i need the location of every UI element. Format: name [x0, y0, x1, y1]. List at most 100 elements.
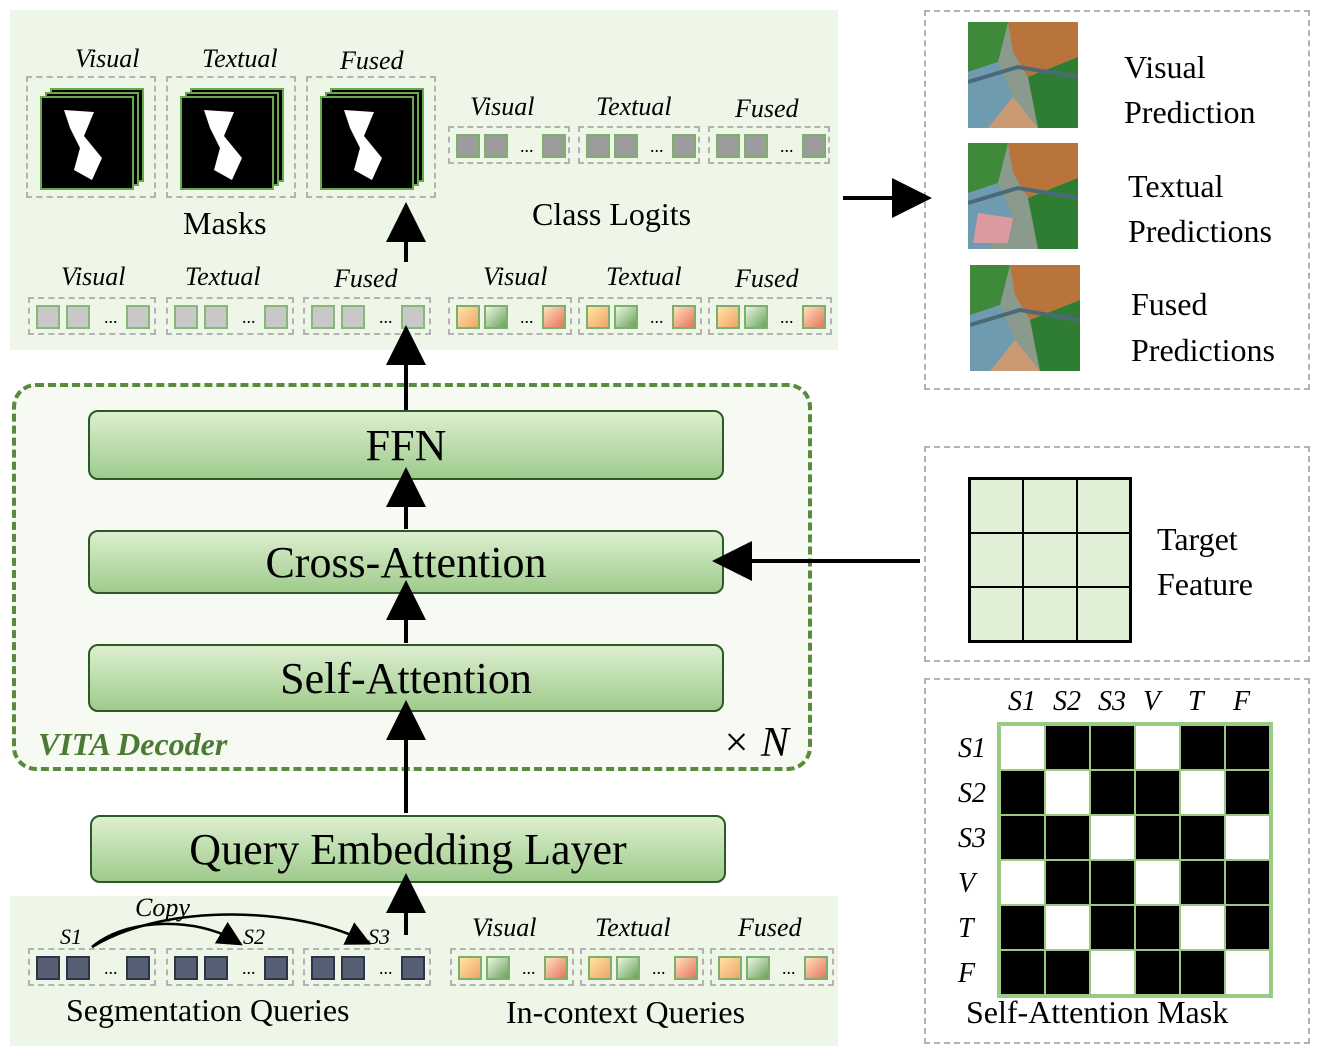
out-tokens-right-textual: ... [578, 297, 702, 335]
mask-cell-t-s3 [1090, 905, 1135, 950]
textual-predictions-line2: Predictions [1128, 213, 1272, 249]
mask-cell-s2-v [1135, 770, 1180, 815]
s3-label: S3 [368, 924, 390, 949]
out-tokens-left-textual: ... [166, 297, 294, 335]
mask-cell-v-s3 [1090, 860, 1135, 905]
mask-box-textual [166, 76, 296, 198]
out-tokens-left-visual: ... [28, 297, 156, 335]
seg-tokens-s1: ... [28, 948, 156, 986]
mask-row-label-s3: S3 [958, 823, 986, 854]
mask-header-t: T [1188, 686, 1204, 717]
mask-cell-t-t [1180, 905, 1225, 950]
mask-image-fused [320, 96, 414, 190]
incontext-title-textual: Textual [595, 913, 671, 942]
mask-cell-t-s1 [1000, 905, 1045, 950]
mask-cell-s2-s3 [1090, 770, 1135, 815]
mask-cell-s2-f [1225, 770, 1270, 815]
mask-header-s2: S2 [1053, 686, 1081, 717]
mask-stack-visual [40, 88, 144, 190]
mask-header-s1: S1 [1008, 686, 1036, 717]
logit-tokens-textual: ... [578, 126, 700, 164]
mask-cell-s1-s1 [1000, 725, 1045, 770]
qtitle-left-textual: Textual [185, 262, 261, 291]
mask-box-visual [26, 76, 156, 198]
mask-row-label-t: T [958, 913, 974, 944]
mask-cell-v-v [1135, 860, 1180, 905]
fused-prediction-image [970, 265, 1080, 371]
query-embedding-block: Query Embedding Layer [90, 815, 726, 883]
logit-tokens-visual: ... [448, 126, 570, 164]
mask-cell-f-t [1180, 950, 1225, 995]
segmentation-queries-label: Segmentation Queries [66, 992, 350, 1028]
mask-title-textual: Textual [202, 44, 278, 73]
fused-predictions-line2: Predictions [1131, 332, 1275, 368]
mask-header-f: F [1233, 686, 1251, 717]
mask-cell-s1-t [1180, 725, 1225, 770]
mask-cell-v-t [1180, 860, 1225, 905]
target-label-line2: Feature [1157, 566, 1253, 602]
mask-cell-s3-t [1180, 815, 1225, 860]
mask-cell-f-s2 [1045, 950, 1090, 995]
masks-label: Masks [183, 205, 267, 241]
attention-mask-grid [997, 722, 1273, 998]
mask-row-label-s1: S1 [958, 733, 986, 764]
mask-cell-s3-s1 [1000, 815, 1045, 860]
class-logits-label: Class Logits [532, 196, 692, 232]
incontext-tokens-textual: ... [580, 948, 704, 986]
mask-cell-v-s1 [1000, 860, 1045, 905]
mask-header-v: V [1143, 686, 1161, 717]
target-label-line1: Target [1157, 521, 1238, 557]
mask-cell-t-s2 [1045, 905, 1090, 950]
mask-cell-f-s1 [1000, 950, 1045, 995]
mask-cell-v-f [1225, 860, 1270, 905]
incontext-tokens-visual: ... [450, 948, 574, 986]
mask-image-visual [40, 96, 134, 190]
output-panel [10, 10, 838, 350]
incontext-queries-label: In-context Queries [506, 994, 746, 1030]
incontext-tokens-fused: ... [710, 948, 834, 986]
mask-row-label-s2: S2 [958, 778, 986, 809]
out-tokens-right-fused: ... [708, 297, 832, 335]
attention-mask-panel [924, 678, 1310, 1044]
out-tokens-right-visual: ... [448, 297, 572, 335]
seg-tokens-s2: ... [166, 948, 294, 986]
s2-label: S2 [243, 924, 265, 949]
mask-cell-s2-s1 [1000, 770, 1045, 815]
mask-cell-s1-f [1225, 725, 1270, 770]
mask-row-label-v: V [958, 868, 976, 899]
ffn-block: FFN [88, 410, 724, 480]
mask-cell-s1-s2 [1045, 725, 1090, 770]
mask-cell-s2-s2 [1045, 770, 1090, 815]
mask-stack-textual [180, 88, 284, 190]
seg-tokens-s3: ... [303, 948, 431, 986]
mask-image-textual [180, 96, 274, 190]
incontext-title-fused: Fused [738, 913, 802, 942]
mask-cell-f-f [1225, 950, 1270, 995]
mask-cell-v-s2 [1045, 860, 1090, 905]
attention-mask-label: Self-Attention Mask [966, 994, 1229, 1030]
mask-cell-s3-v [1135, 815, 1180, 860]
fused-predictions-line1: Fused [1131, 286, 1208, 322]
logit-tokens-fused: ... [708, 126, 830, 164]
qtitle-right-visual: Visual [483, 262, 548, 291]
target-feature-panel [924, 446, 1310, 662]
mask-cell-t-f [1225, 905, 1270, 950]
visual-prediction-line2: Prediction [1124, 94, 1256, 130]
s1-label: S1 [60, 924, 82, 949]
mask-title-fused: Fused [340, 46, 404, 75]
mask-cell-t-v [1135, 905, 1180, 950]
mask-cell-s3-f [1225, 815, 1270, 860]
vita-decoder-label: VITA Decoder [38, 726, 228, 762]
visual-prediction-line1: Visual [1124, 49, 1206, 85]
textual-predictions-line1: Textual [1128, 168, 1224, 204]
mask-header-s3: S3 [1098, 686, 1126, 717]
textual-prediction-image [968, 143, 1078, 249]
mask-cell-s3-s3 [1090, 815, 1135, 860]
mask-cell-s3-s2 [1045, 815, 1090, 860]
mask-stack-fused [320, 88, 424, 190]
visual-prediction-image [968, 22, 1078, 128]
qtitle-left-fused: Fused [334, 264, 398, 293]
repeat-n-label: × N [722, 720, 789, 766]
logit-title-visual: Visual [470, 92, 535, 121]
